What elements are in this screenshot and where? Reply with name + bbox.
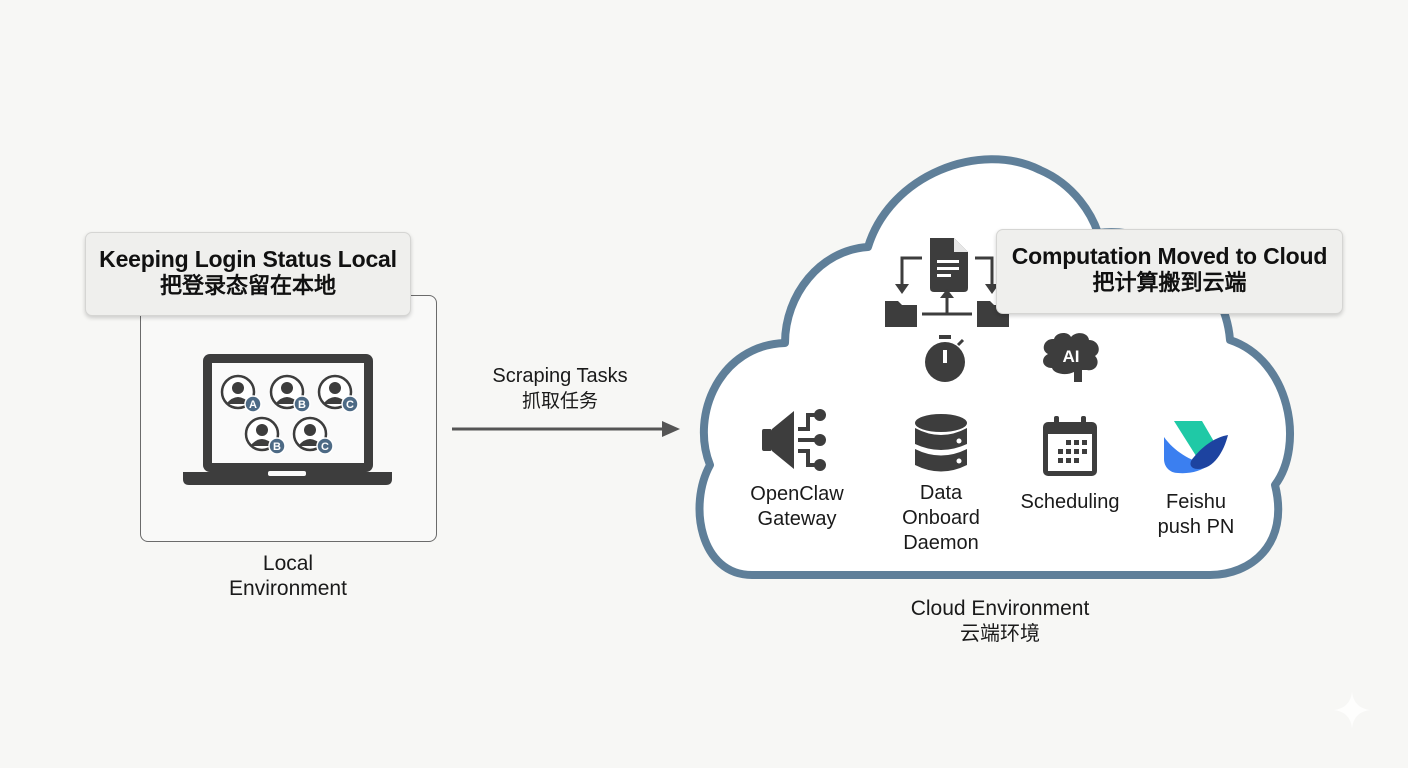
cloud-callout-subtitle: 把计算搬到云端: [1092, 271, 1247, 296]
account-avatar-icon: C: [292, 416, 334, 455]
service-daemon-line2: Onboard: [902, 507, 980, 529]
account-avatar-icon: B: [244, 416, 286, 455]
service-daemon-line1: Data: [919, 482, 963, 504]
cloud-environment-label: Cloud Environment 云端环境: [850, 596, 1150, 646]
calendar-day-dot: [1066, 440, 1071, 445]
service-label-gateway: OpenClaw Gateway: [737, 482, 857, 532]
account-avatar-icon: C: [317, 374, 359, 413]
ai-brain-text: AI: [1063, 347, 1080, 366]
service-label-daemon: Data Onboard Daemon: [881, 481, 1001, 556]
local-callout-title: Keeping Login Status Local: [99, 246, 397, 272]
service-feishu-line1: Feishu: [1165, 491, 1227, 513]
calendar-day-dot: [1082, 440, 1087, 445]
calendar-day-dot: [1058, 458, 1063, 463]
arrow-label-en: Scraping Tasks: [492, 365, 628, 387]
calendar-day-dot: [1066, 458, 1071, 463]
arrow-label-zh: 抓取任务: [521, 390, 598, 412]
gateway-icon: [762, 409, 826, 471]
calendar-day-dot: [1082, 449, 1087, 454]
service-gateway-line1: OpenClaw: [750, 483, 844, 505]
account-avatar-icon: A: [220, 374, 262, 413]
cloud-callout: Computation Moved to Cloud 把计算搬到云端: [996, 229, 1343, 314]
account-badge-letter: B: [298, 399, 306, 411]
calendar-day-dot: [1058, 449, 1063, 454]
local-label-line1: Local: [262, 552, 314, 575]
feishu-logo-icon: [1164, 421, 1228, 474]
cloud-callout-title: Computation Moved to Cloud: [1011, 243, 1328, 269]
service-label-feishu: Feishu push PN: [1136, 490, 1256, 540]
scraping-tasks-arrow: [452, 421, 680, 437]
sparkle-watermark-icon: [1334, 692, 1370, 728]
account-badge-letter: A: [249, 399, 257, 411]
calendar-day-dot: [1066, 449, 1071, 454]
account-avatar-icon: B: [269, 374, 311, 413]
service-scheduling-line1: Scheduling: [1020, 491, 1120, 513]
database-icon: [915, 414, 967, 472]
calendar-day-dot: [1074, 458, 1079, 463]
account-badge-letter: B: [273, 441, 281, 453]
local-label-line2: Environment: [229, 577, 347, 600]
account-badge-letter: C: [321, 441, 329, 453]
calendar-icon: [1043, 416, 1097, 476]
cloud-label-zh: 云端环境: [960, 621, 1040, 645]
calendar-day-dot: [1074, 449, 1079, 454]
file-distribution-icon: [885, 238, 1009, 327]
cloud-label-en: Cloud Environment: [910, 597, 1090, 620]
local-callout-subtitle: 把登录态留在本地: [159, 274, 336, 299]
local-environment-label: Local Environment: [188, 551, 388, 601]
ai-brain-icon: AI: [1043, 333, 1099, 382]
service-daemon-line3: Daemon: [903, 532, 979, 554]
service-label-scheduling: Scheduling: [1005, 490, 1135, 515]
local-callout: Keeping Login Status Local 把登录态留在本地: [85, 232, 411, 316]
service-feishu-line2: push PN: [1157, 516, 1235, 538]
account-badge-letter: C: [346, 399, 354, 411]
arrow-label: Scraping Tasks 抓取任务: [460, 364, 660, 414]
stopwatch-icon: [925, 335, 965, 382]
laptop-icon: A B C B C: [183, 354, 392, 485]
calendar-day-dot: [1074, 440, 1079, 445]
service-gateway-line2: Gateway: [757, 508, 837, 530]
